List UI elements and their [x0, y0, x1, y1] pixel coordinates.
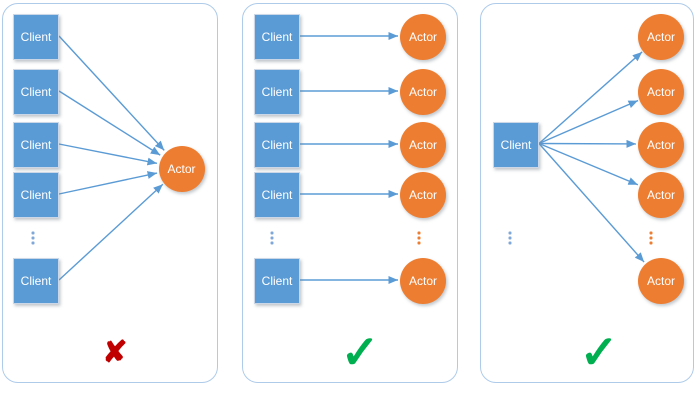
ellipsis-dot: [649, 231, 653, 235]
ellipsis-dot: [508, 231, 512, 235]
client-node: Client: [13, 172, 59, 218]
cross-icon: ✘: [102, 336, 128, 369]
client-node: Client: [254, 69, 300, 115]
check-icon: ✓: [340, 326, 380, 378]
actor-node: Actor: [638, 122, 684, 168]
actors-ellipsis-icon: [417, 231, 421, 245]
actor-node: Actor: [638, 258, 684, 304]
ellipsis-dot: [270, 241, 274, 245]
ellipsis-dot: [508, 241, 512, 245]
actors-ellipsis-icon: [649, 231, 653, 245]
actor-node: Actor: [638, 172, 684, 218]
client-node: Client: [254, 258, 300, 304]
clients-ellipsis-icon: [270, 231, 274, 245]
ellipsis-dot: [649, 241, 653, 245]
ellipsis-dot: [31, 231, 35, 235]
clients-ellipsis-icon: [508, 231, 512, 245]
client-node: Client: [13, 122, 59, 168]
actor-node: Actor: [158, 146, 205, 192]
ellipsis-dot: [417, 231, 421, 235]
ellipsis-dot: [31, 236, 35, 240]
actor-node: Actor: [400, 69, 446, 115]
client-node: Client: [13, 258, 59, 304]
client-node: Client: [13, 69, 59, 115]
ellipsis-dot: [508, 236, 512, 240]
actor-node: Actor: [638, 14, 684, 60]
actor-node: Actor: [400, 258, 446, 304]
client-node: Client: [254, 122, 300, 168]
actor-node: Actor: [638, 69, 684, 115]
ellipsis-dot: [270, 236, 274, 240]
actor-node: Actor: [400, 122, 446, 168]
client-node: Client: [13, 14, 59, 60]
client-node: Client: [493, 122, 539, 168]
client-node: Client: [254, 14, 300, 60]
ellipsis-dot: [417, 241, 421, 245]
actor-node: Actor: [400, 14, 446, 60]
ellipsis-dot: [31, 241, 35, 245]
clients-ellipsis-icon: [31, 231, 35, 245]
ellipsis-dot: [649, 236, 653, 240]
client-node: Client: [254, 172, 300, 218]
actor-node: Actor: [400, 172, 446, 218]
ellipsis-dot: [270, 231, 274, 235]
ellipsis-dot: [417, 236, 421, 240]
check-icon: ✓: [579, 326, 619, 378]
